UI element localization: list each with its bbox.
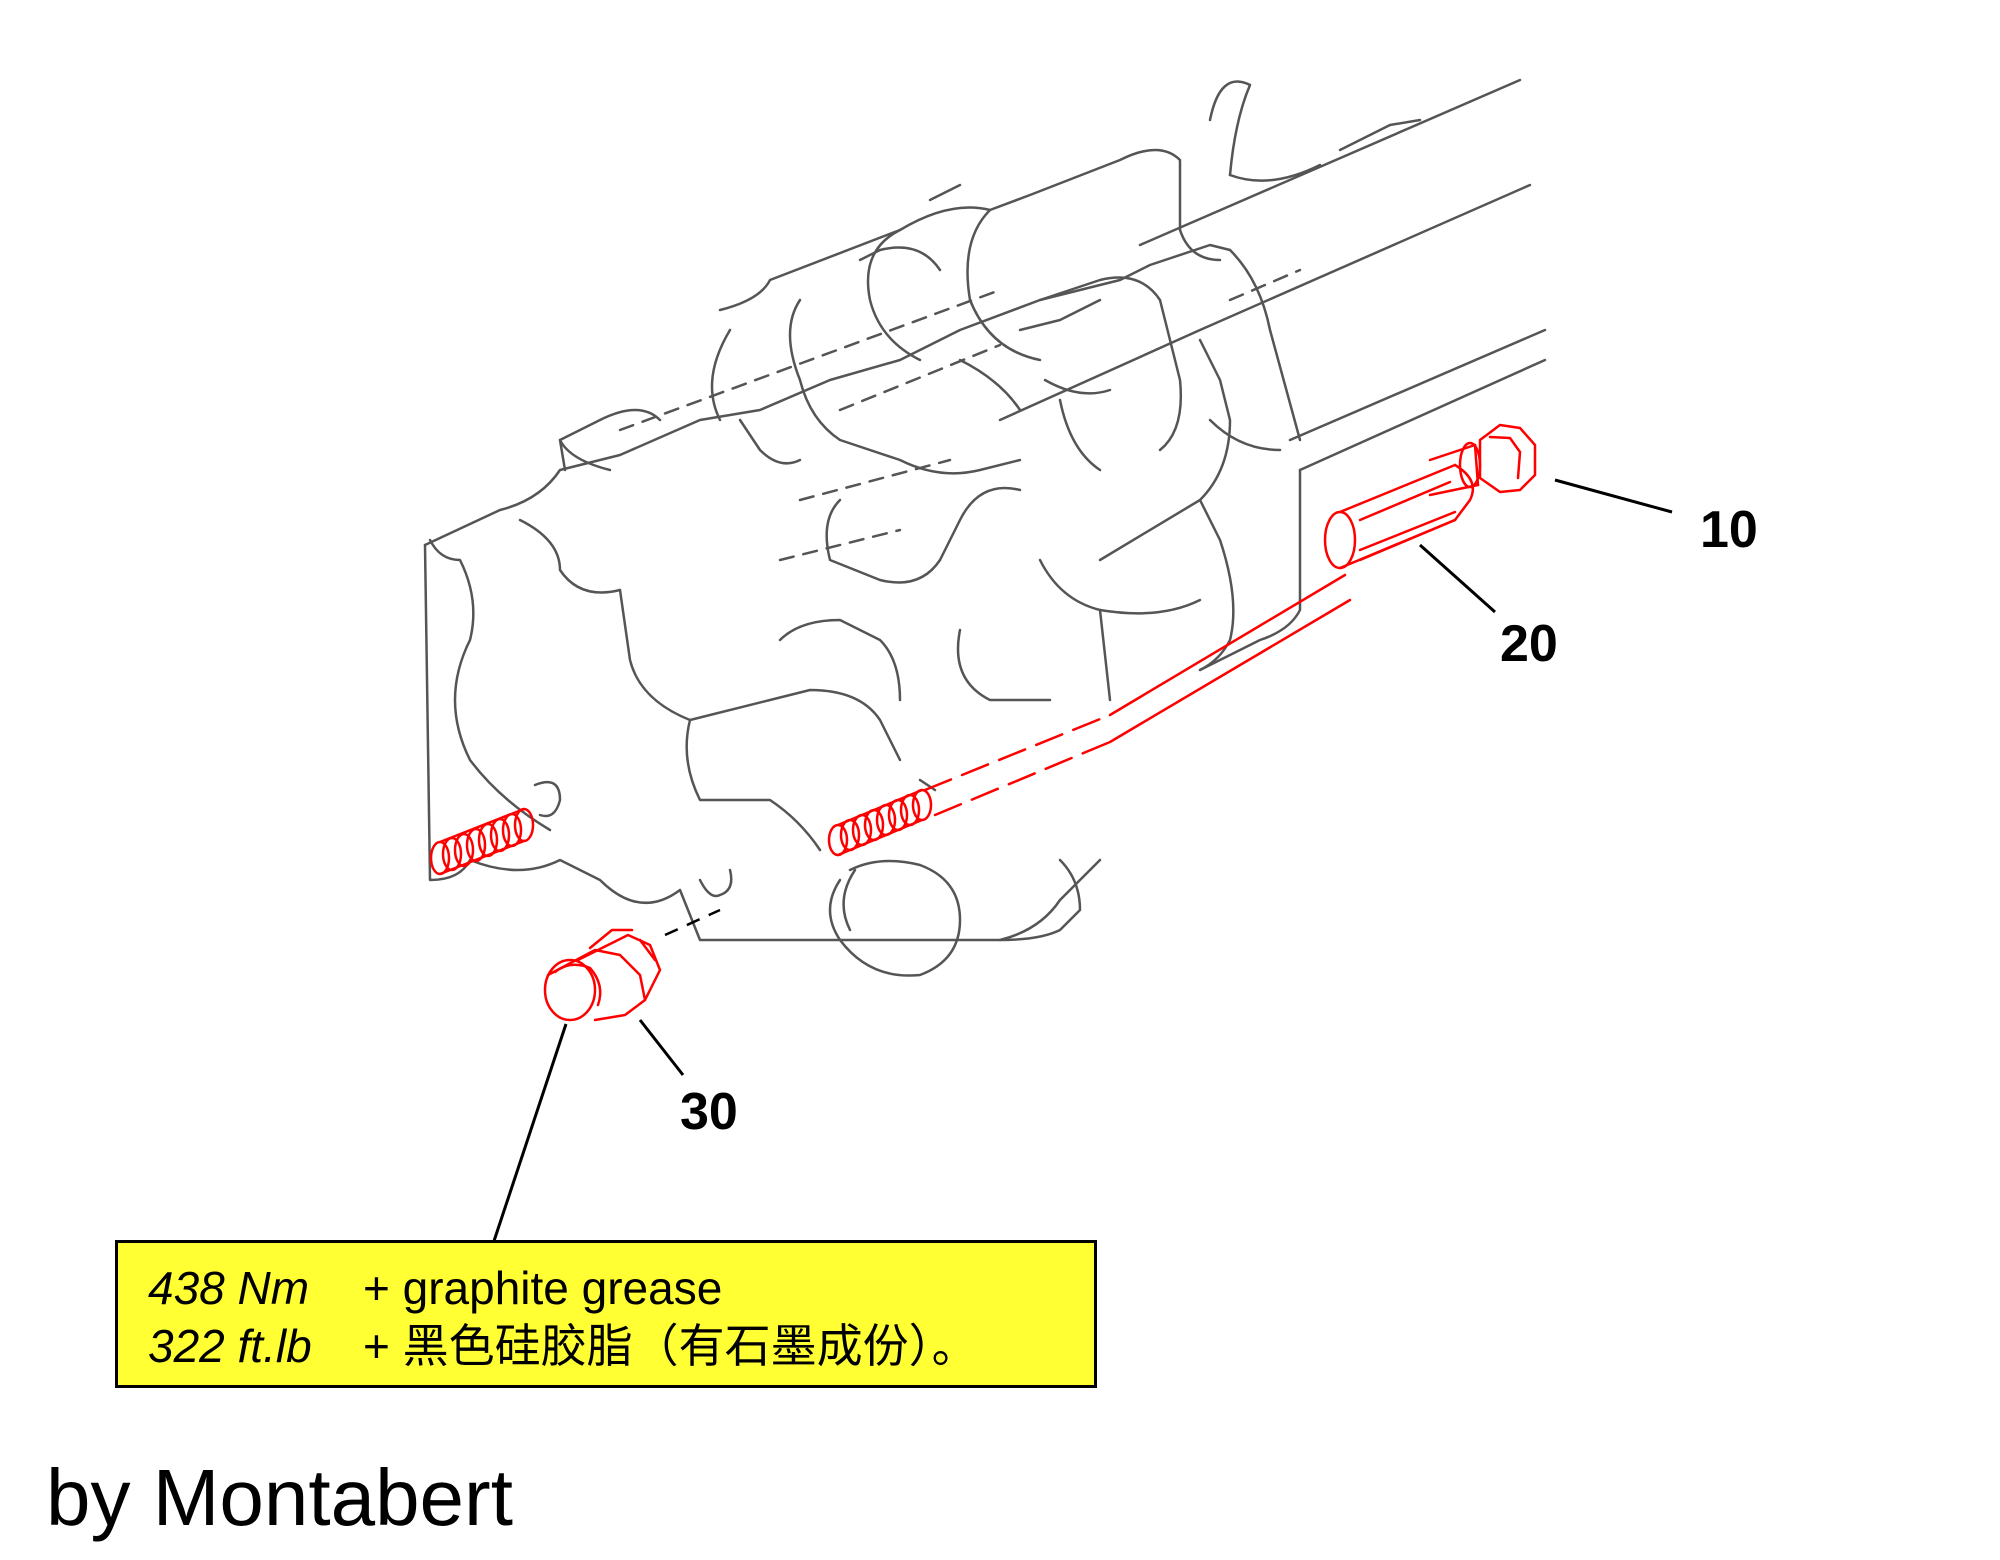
callout-20: 20 <box>1500 615 1558 673</box>
leader-lines <box>492 478 1673 1242</box>
leader-line-20 <box>1419 543 1496 614</box>
callout-10: 10 <box>1700 501 1758 559</box>
torque-note-box: 438 Nm + graphite grease 322 ft.lb + 黑色硅胶脂… <box>115 1240 1097 1388</box>
leader-line-note <box>492 1023 568 1242</box>
spacer-sleeve-20 <box>1323 463 1475 570</box>
tie-rod-10 <box>923 423 1537 817</box>
right-threaded-stud <box>827 788 933 857</box>
torque-text-en: + graphite grease <box>363 1262 723 1314</box>
credit-text: by Montabert <box>46 1453 513 1542</box>
leader-line-30 <box>638 1019 685 1076</box>
plug-nut-30 <box>543 928 662 1022</box>
torque-text-cn: + 黑色硅胶脂（有石墨成份）。 <box>363 1320 978 1372</box>
plug-alignment-line <box>664 908 721 937</box>
torque-line-imperial: 322 ft.lb + 黑色硅胶脂（有石墨成份）。 <box>148 1323 978 1369</box>
leader-line-10 <box>1554 478 1673 514</box>
housing-outline <box>423 78 1547 977</box>
torque-line-metric: 438 Nm + graphite grease <box>148 1265 722 1311</box>
torque-value-nm: 438 Nm <box>148 1262 310 1314</box>
torque-value-ftlb: 322 ft.lb <box>148 1320 312 1372</box>
left-threaded-stud <box>429 807 535 876</box>
callout-30: 30 <box>680 1083 738 1141</box>
highlighted-parts <box>429 423 1537 1022</box>
